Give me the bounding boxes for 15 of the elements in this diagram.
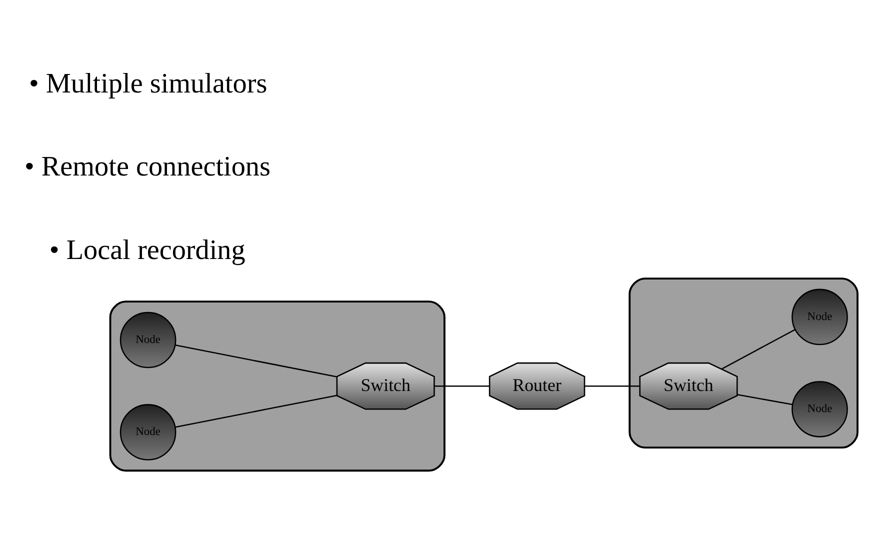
node-circle: Node [119,312,176,368]
connector [720,328,795,370]
connector [736,394,792,406]
connector [174,344,336,378]
label: • Local recording [48,234,245,266]
connector [434,385,489,387]
node-circle: Node [119,404,176,460]
node-circle: Node [791,288,848,346]
cluster [108,300,445,472]
connector [174,394,336,428]
label: • Remote connections [24,152,270,183]
label: • Multiple simulators [28,68,267,100]
node-circle: Node [791,381,848,438]
connector [584,385,639,387]
cluster [628,278,858,449]
